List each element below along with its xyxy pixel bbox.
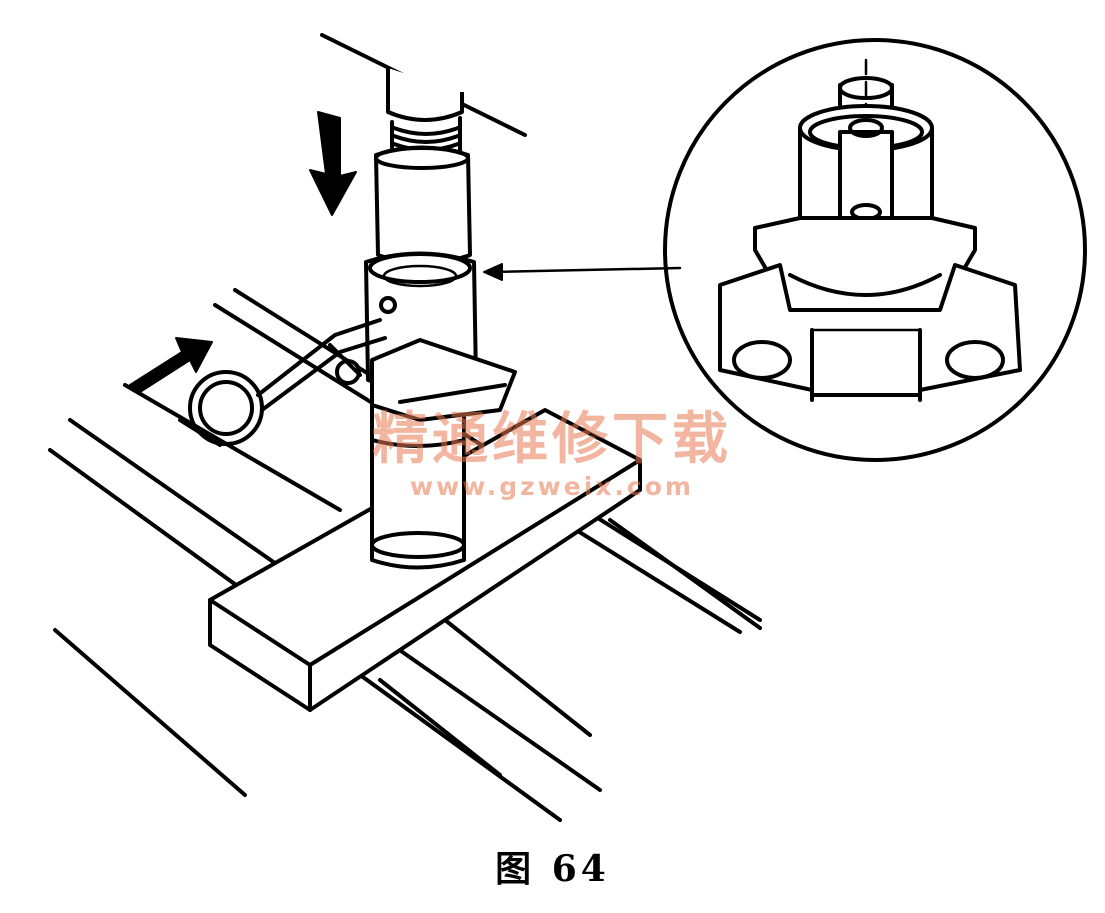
puller-pin bbox=[188, 318, 387, 446]
press-tool-lower bbox=[370, 438, 466, 570]
arrow-down-icon bbox=[309, 111, 357, 216]
press-head bbox=[320, 33, 527, 152]
detail-view bbox=[663, 38, 1087, 462]
leader-arrow-icon bbox=[483, 263, 682, 281]
bushing-flange bbox=[370, 338, 517, 422]
figure-caption: 图 64 bbox=[495, 848, 610, 890]
arrow-up-right-icon bbox=[129, 337, 213, 393]
